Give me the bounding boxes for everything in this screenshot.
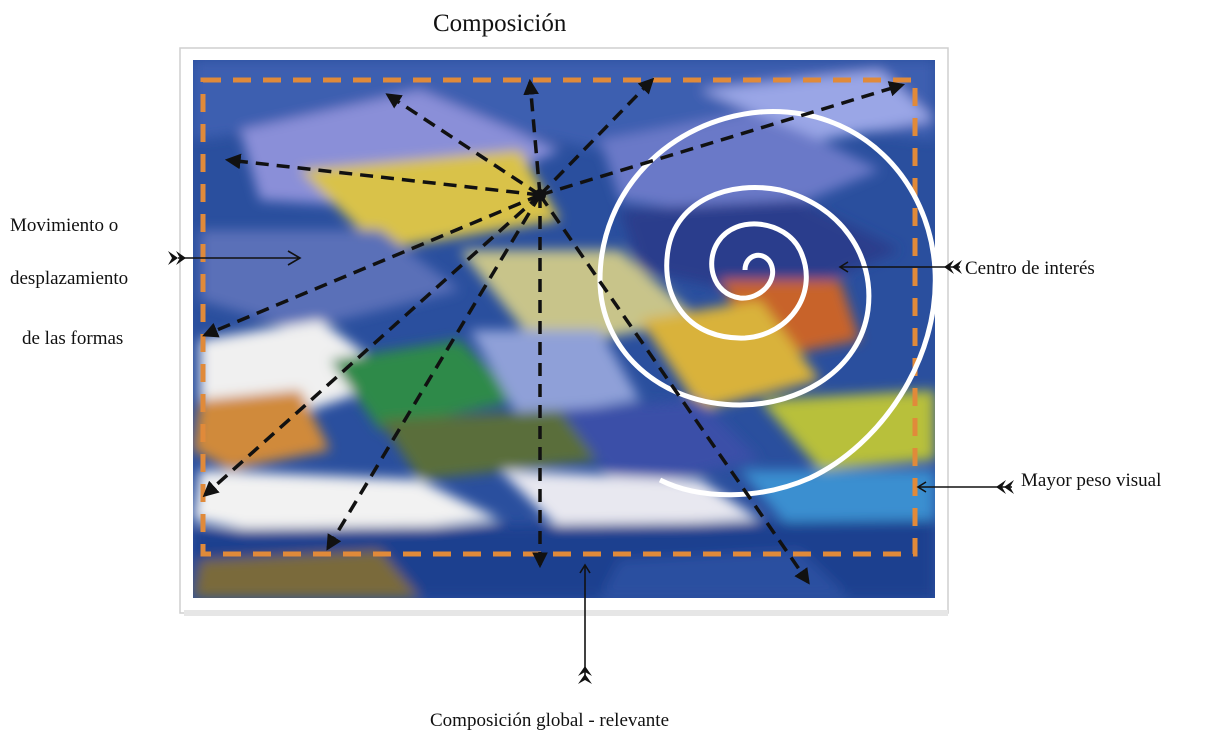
center-pointer-head — [838, 261, 849, 273]
weight-pointer-head — [916, 481, 927, 493]
vector-down-right — [538, 194, 810, 585]
vector-up — [523, 78, 542, 196]
vector-down-left — [202, 193, 542, 498]
vector-up-right — [538, 77, 655, 197]
center-of-interest-label: Centro de interés — [965, 258, 1095, 279]
movement-pointer-fletching — [168, 251, 186, 265]
global-composition-label: Composición global - relevante — [430, 710, 670, 731]
vector-up-left — [385, 93, 541, 197]
movement-label-line2: desplazamiento — [10, 268, 129, 289]
weight-pointer-fletching — [996, 480, 1014, 494]
vector-right — [539, 81, 906, 197]
movement-vectors — [202, 77, 906, 585]
vector-left — [202, 193, 541, 338]
vector-down-left-2 — [326, 194, 542, 551]
visual-weight-label: Mayor peso visual — [1021, 470, 1162, 491]
center-pointer-fletching — [944, 260, 962, 274]
abstract-painting — [193, 60, 935, 598]
global-pointer-head — [579, 563, 591, 574]
vector-left-upper — [224, 153, 541, 197]
movement-label-line1: Movimiento o — [10, 215, 119, 236]
movement-label-line3: de las formas — [22, 328, 124, 349]
orange-dashed-frame — [200, 77, 918, 557]
global-pointer-fletching — [578, 666, 592, 684]
movement-pointer-head — [287, 250, 302, 266]
diagram-title: Composición — [433, 10, 567, 37]
white-spiral — [597, 109, 938, 498]
focal-point — [534, 189, 546, 201]
label-pointers — [168, 250, 1014, 684]
frame-shadow — [184, 610, 948, 616]
